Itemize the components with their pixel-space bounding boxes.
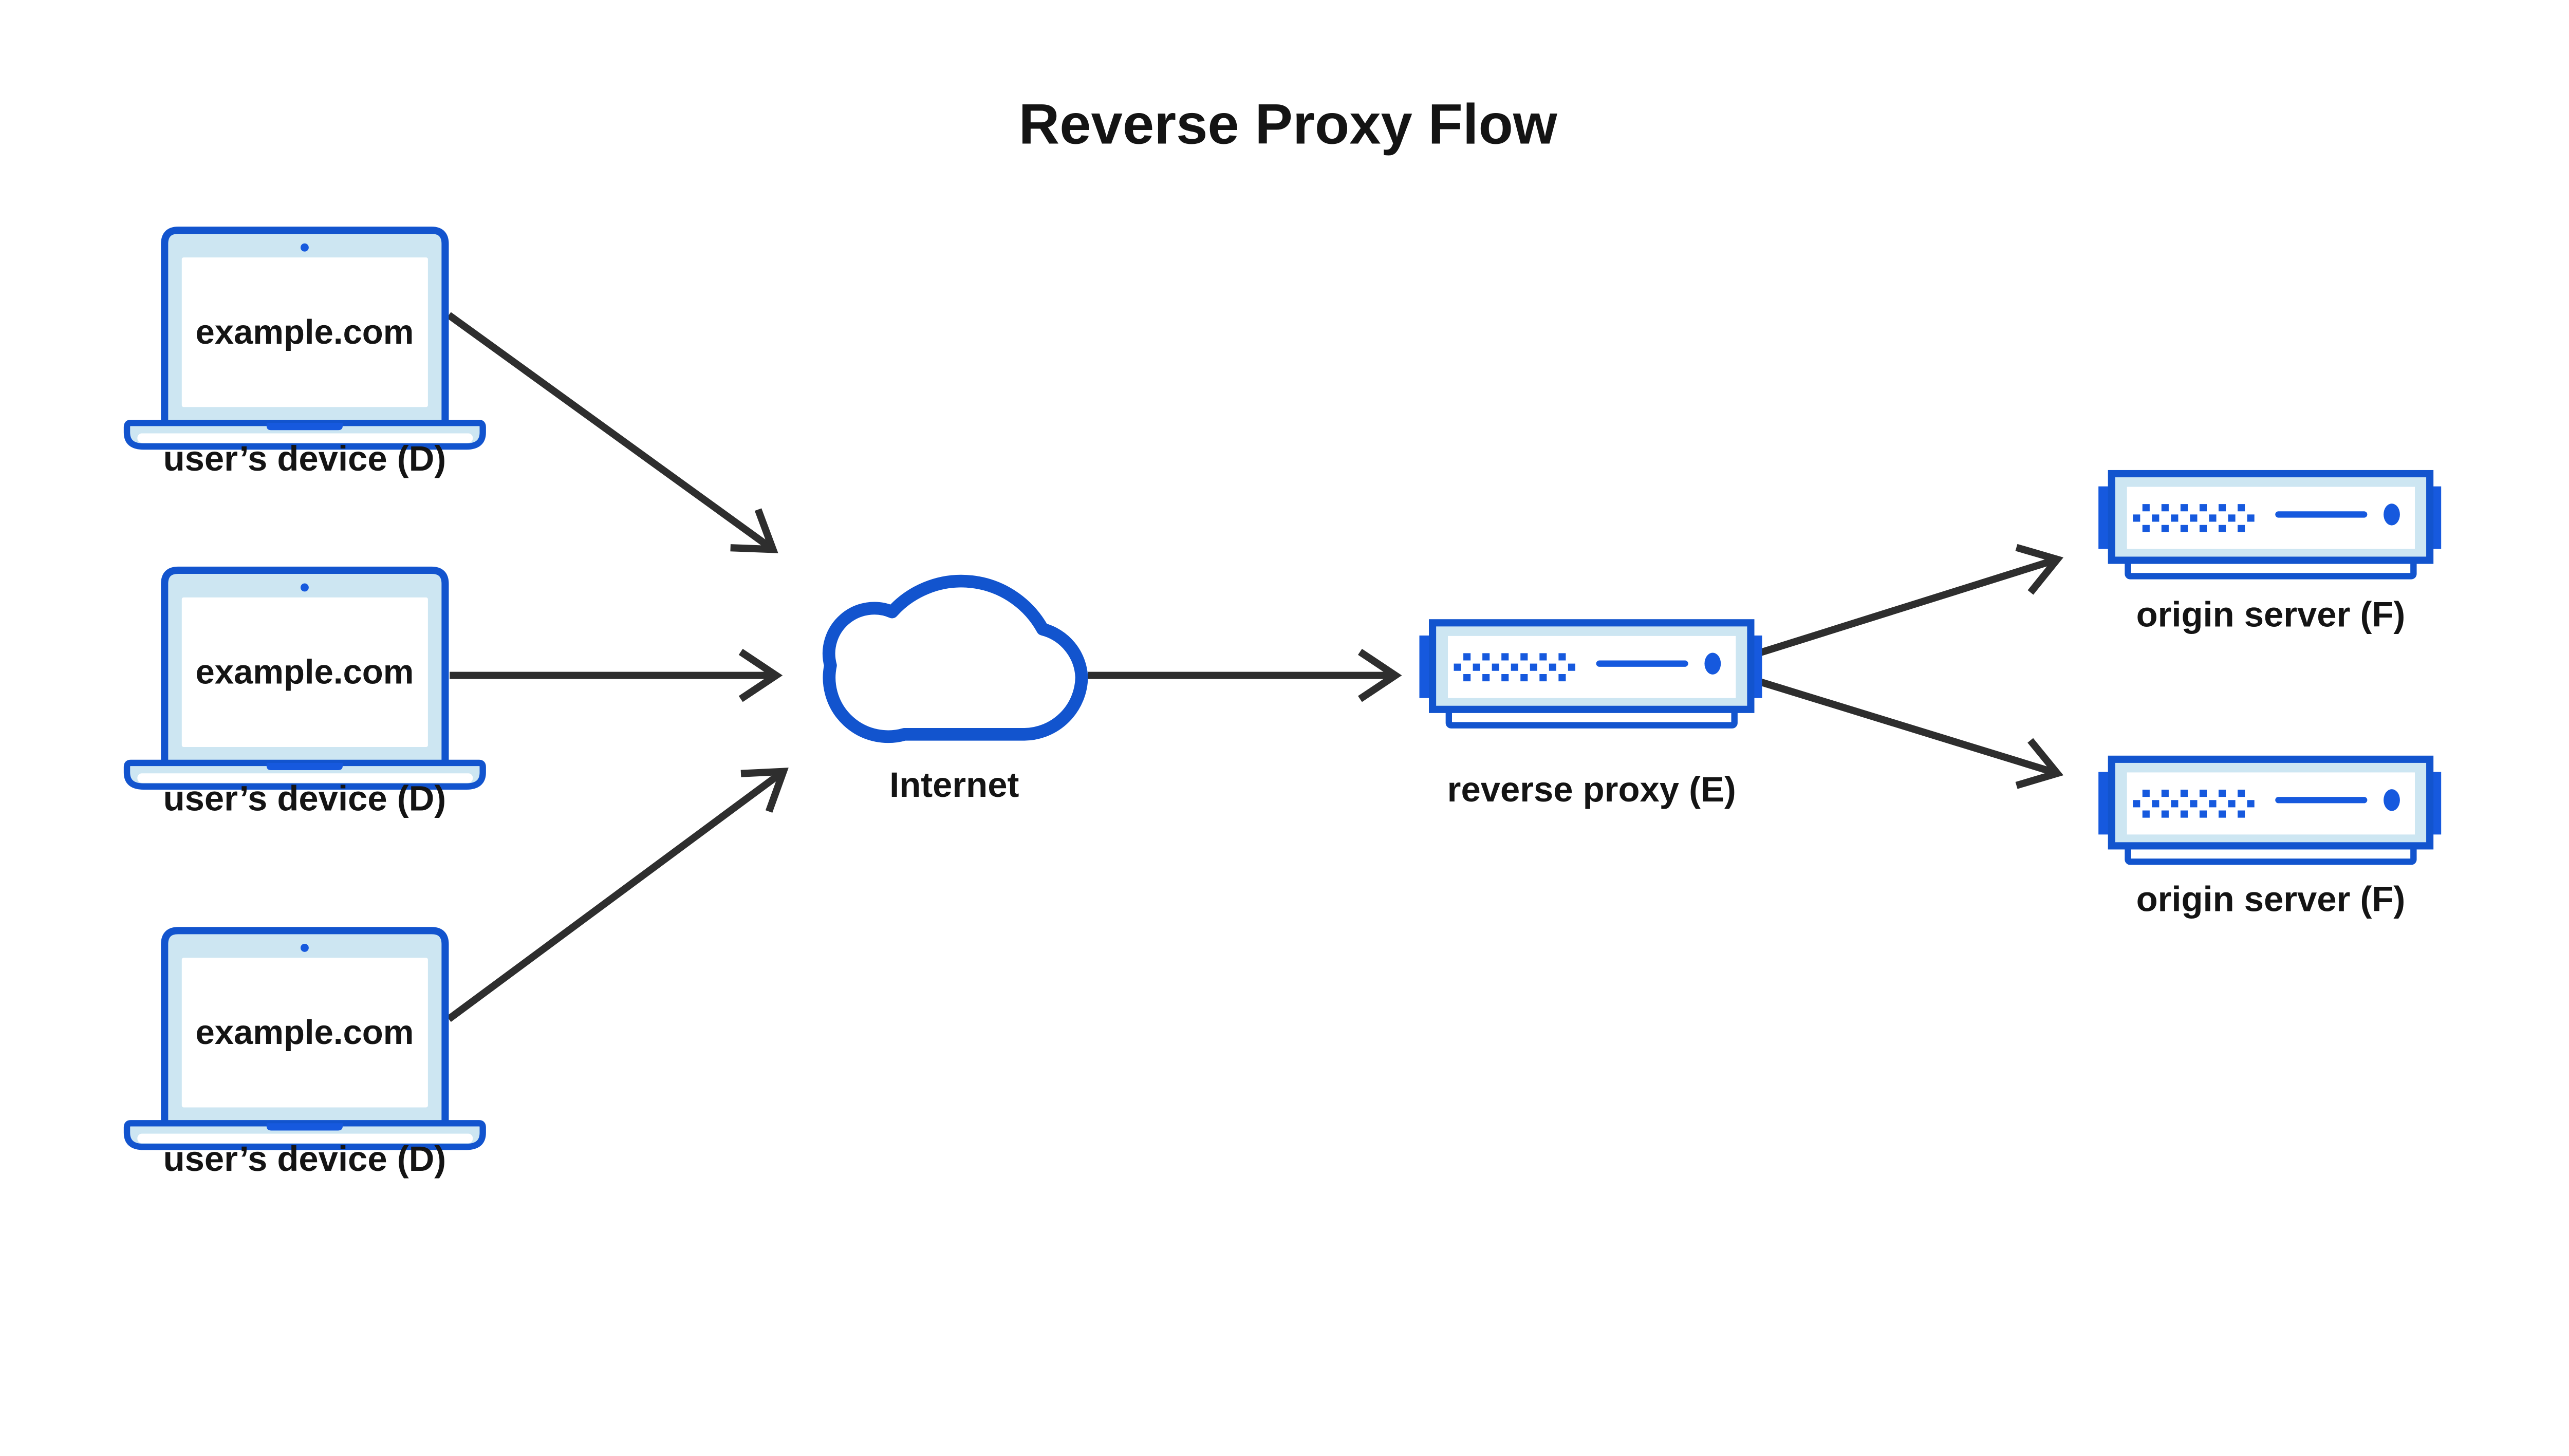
diagram-title: Reverse Proxy Flow: [1019, 93, 1557, 156]
arrow-device1-to-internet: [446, 312, 778, 553]
internet-label: Internet: [889, 765, 1019, 805]
user-device-3: example.com user’s device (D): [127, 930, 483, 1179]
origin-server-2: origin server (F): [2098, 759, 2441, 919]
device-screen-text: example.com: [195, 313, 414, 351]
device-label: user’s device (D): [163, 779, 446, 818]
diagram-page: Reverse Proxy Flow example.com user’s de…: [0, 92, 2569, 1179]
internet-node: Internet: [822, 574, 1088, 805]
reverse-proxy-node: reverse proxy (E): [1419, 623, 1762, 809]
user-device-2: example.com user’s device (D): [127, 570, 483, 818]
arrow-proxy-to-origin2: [1759, 678, 2064, 789]
server-icon: [2098, 759, 2441, 862]
device-screen-text: example.com: [195, 1013, 414, 1052]
internet-cloud-icon: [822, 574, 1088, 743]
device-label: user’s device (D): [163, 439, 446, 478]
origin-server-label: origin server (F): [2136, 594, 2406, 634]
arrow-device3-to-internet: [446, 768, 789, 1022]
origin-server-1: origin server (F): [2098, 474, 2441, 634]
server-icon: [2098, 474, 2441, 576]
device-label: user’s device (D): [163, 1139, 446, 1179]
reverse-proxy-label: reverse proxy (E): [1447, 770, 1736, 809]
user-device-1: example.com user’s device (D): [127, 230, 483, 478]
device-screen-text: example.com: [195, 653, 414, 692]
origin-server-label: origin server (F): [2136, 879, 2406, 919]
reverse-proxy-flow-diagram: Reverse Proxy Flow example.com user’s de…: [0, 93, 2569, 1179]
server-icon: [1419, 623, 1762, 725]
arrow-proxy-to-origin1: [1758, 544, 2064, 657]
